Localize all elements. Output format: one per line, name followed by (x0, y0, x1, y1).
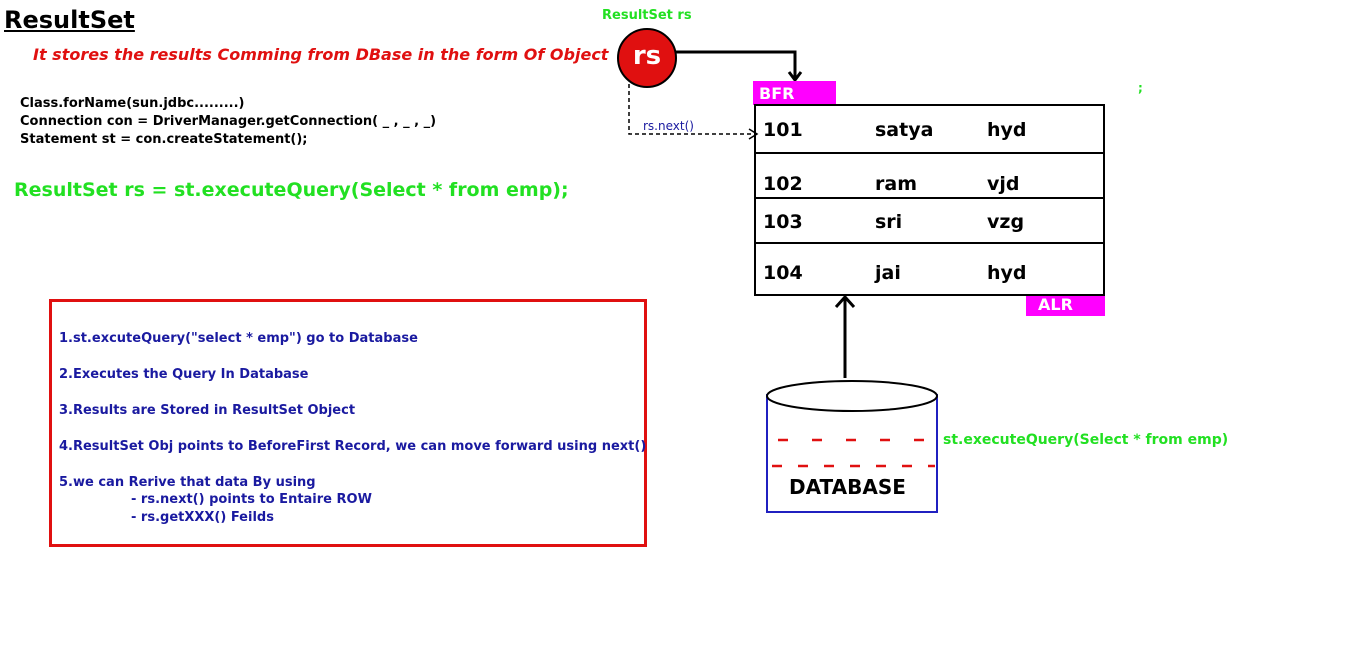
row-divider (756, 242, 1103, 244)
table-row: 104 jai hyd (756, 243, 1103, 294)
stray-mark: ; (1138, 81, 1143, 95)
subtitle: It stores the results Comming from DBase… (33, 45, 609, 64)
cell-name: jai (875, 262, 901, 284)
rs-to-bfr-arrow (675, 50, 797, 78)
database-query: st.executeQuery(Select * from emp) (943, 432, 1229, 448)
cell-id: 103 (763, 211, 803, 233)
table-row: 102 ram vjd (756, 154, 1103, 199)
database-cylinder (766, 380, 938, 513)
cell-name: ram (875, 173, 917, 195)
database-label: DATABASE (789, 475, 906, 499)
cell-city: hyd (987, 119, 1027, 141)
resultset-rs-label: ResultSet rs (602, 8, 692, 23)
table-row: 101 satya hyd (756, 106, 1103, 154)
cell-id: 101 (763, 119, 803, 141)
step-item: 1.st.excuteQuery("select * emp") go to D… (59, 331, 418, 346)
cell-name: sri (875, 211, 903, 233)
step-subitem: - rs.getXXX() Feilds (131, 510, 274, 525)
alr-marker: ALR (1026, 294, 1105, 316)
row-divider (756, 197, 1103, 199)
cell-id: 104 (763, 262, 803, 284)
main-query: ResultSet rs = st.executeQuery(Select * … (14, 179, 569, 201)
steps-box (49, 299, 647, 547)
rs-next-arrow (628, 84, 756, 135)
step-item: 4.ResultSet Obj points to BeforeFirst Re… (59, 439, 647, 454)
rs-next-label: rs.next() (643, 119, 694, 133)
bfr-marker: BFR (753, 81, 836, 105)
cell-name: satya (875, 119, 934, 141)
cell-id: 102 (763, 173, 803, 195)
db-to-table-arrowhead (834, 294, 856, 309)
cell-city: hyd (987, 262, 1027, 284)
resultset-table: 101 satya hyd 102 ram vjd 103 sri vzg 10… (754, 104, 1105, 296)
page-title: ResultSet (4, 6, 135, 34)
code-line: Class.forName(sun.jdbc.........) (20, 96, 245, 111)
code-line: Statement st = con.createStatement(); (20, 132, 308, 147)
step-subitem: - rs.next() points to Entaire ROW (131, 492, 372, 507)
cell-city: vjd (987, 173, 1020, 195)
row-divider (756, 152, 1103, 154)
cell-city: vzg (987, 211, 1025, 233)
rs-cursor-circle: rs (617, 28, 677, 88)
step-item: 3.Results are Stored in ResultSet Object (59, 403, 356, 418)
step-item: 5.we can Rerive that data By using (59, 475, 316, 490)
table-row: 103 sri vzg (756, 199, 1103, 243)
rs-to-bfr-arrowhead (787, 71, 803, 83)
rs-next-arrowhead (748, 128, 759, 140)
step-item: 2.Executes the Query In Database (59, 367, 309, 382)
code-line: Connection con = DriverManager.getConnec… (20, 114, 437, 129)
